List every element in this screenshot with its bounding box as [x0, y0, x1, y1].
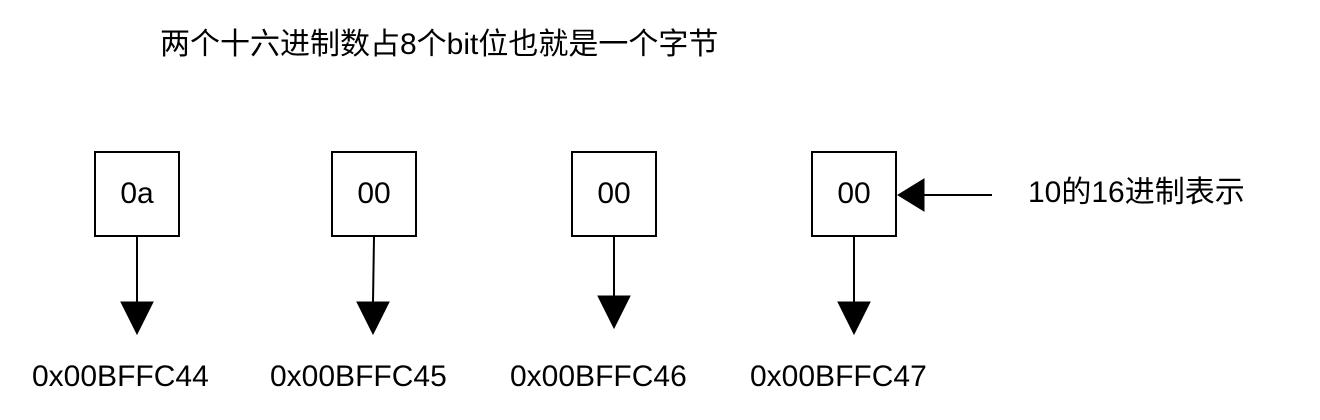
down-arrow-3-head	[837, 301, 871, 336]
byte-box-3: 00	[811, 151, 897, 237]
down-arrow-2-head	[597, 295, 631, 330]
down-arrow-1-head	[356, 301, 390, 336]
byte-box-0: 0a	[94, 151, 180, 237]
down-arrow-1-shaft	[372, 236, 375, 303]
address-label-1: 0x00BFFC45	[270, 360, 447, 393]
byte-value: 00	[357, 177, 391, 210]
address-label-3: 0x00BFFC47	[750, 360, 927, 393]
address-label-0: 0x00BFFC44	[32, 360, 209, 393]
byte-value: 00	[837, 177, 871, 210]
byte-value: 0a	[120, 177, 154, 210]
down-arrow-0-head	[120, 301, 154, 336]
diagram-title: 两个十六进制数占8个bit位也就是一个字节	[160, 28, 719, 61]
byte-value: 00	[597, 177, 631, 210]
byte-box-2: 00	[571, 151, 657, 237]
left-arrow-head	[897, 178, 925, 212]
byte-box-1: 00	[331, 151, 417, 237]
address-label-2: 0x00BFFC46	[510, 360, 687, 393]
annotation-label: 10的16进制表示	[1028, 176, 1245, 209]
